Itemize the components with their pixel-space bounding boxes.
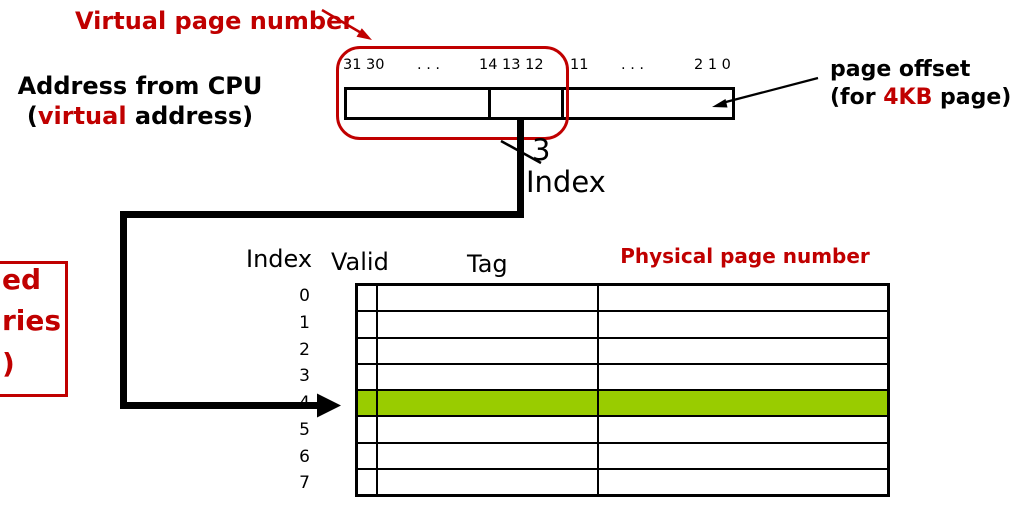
valid-cell [358,312,378,337]
row-label: 4 [299,393,310,413]
clipped-note-line: ed [2,263,42,296]
table-row [358,364,887,391]
tag-cell [378,286,599,311]
index-bit-count-label: 3 [532,133,551,167]
tag-cell [378,338,599,363]
bit-label-dots-left: . . . [417,57,441,73]
row-label: 6 [299,446,310,467]
clipped-note-line: ries [2,304,62,337]
index-wire-arrowhead [317,393,341,418]
tlb-table [355,283,890,497]
bit-label-2-1-0: 2 1 0 [694,57,731,73]
clipped-note-box [0,261,68,397]
bit-label-14-13-12: 14 13 12 [479,57,544,73]
bit-label-dots-right: . . . [621,57,645,73]
address-from-cpu-line1: Address from CPU [17,72,263,100]
table-row [358,286,887,313]
field-divider-index-offset [561,87,564,120]
virtual-address-red: virtual [37,102,127,130]
table-row [358,417,887,444]
table-row [358,312,887,339]
valid-cell [358,417,378,442]
tag-cell [378,391,599,416]
physical-page-number-cell [599,444,887,468]
tag-cell [378,443,599,468]
physical-page-number-cell [599,470,887,494]
address-from-cpu-label: Address from CPU (virtual address) [8,71,272,131]
physical-page-number-cell [599,417,887,441]
bit-label-11: 11 [570,57,589,73]
field-divider-vpn-index [488,87,491,120]
address-from-cpu-line2: (virtual address) [8,101,272,131]
valid-cell [358,469,378,494]
row-label: 2 [299,339,310,360]
table-row [358,469,887,494]
page-offset-line1: page offset [830,57,971,82]
row-label: 3 [299,366,310,387]
valid-cell [358,286,378,311]
table-row [358,443,887,470]
physical-page-number-cell [599,365,887,389]
tag-cell [378,469,599,494]
index-wire-label: Index [526,165,606,199]
page-offset-label: page offset (for 4KB page) [830,56,1011,112]
header-physical-page-number: Physical page number [620,244,870,268]
row-label: 1 [299,312,310,333]
physical-page-number-cell [599,339,887,363]
valid-cell [358,364,378,389]
header-valid: Valid [331,248,389,276]
physical-page-number-cell [599,391,887,415]
row-label: 7 [299,473,310,494]
virtual-page-number-label: Virtual page number [75,7,355,35]
tag-cell [378,312,599,337]
table-row-highlighted [358,391,887,418]
header-index: Index [246,245,313,273]
valid-cell [358,391,378,416]
virtual-address-post: address) [126,102,254,130]
tag-cell [378,364,599,389]
page-offset-post: page) [932,85,1012,110]
physical-page-number-cell [599,312,887,336]
page-offset-size: 4KB [883,85,933,110]
clipped-note-line: ) [2,347,15,380]
valid-cell [358,443,378,468]
page-offset-line2: (for 4KB page) [830,84,1011,112]
valid-cell [358,338,378,363]
virtual-address-pre: ( [26,102,38,130]
table-row [358,338,887,365]
physical-page-number-cell [599,286,887,310]
page-offset-pre: (for [830,85,884,110]
row-label: 0 [299,286,310,306]
header-tag: Tag [467,250,508,278]
tag-cell [378,417,599,442]
row-labels: 0 1 2 3 4 5 6 7 [268,283,312,497]
virtual-page-number-outline [336,46,569,140]
row-label: 5 [299,419,310,440]
